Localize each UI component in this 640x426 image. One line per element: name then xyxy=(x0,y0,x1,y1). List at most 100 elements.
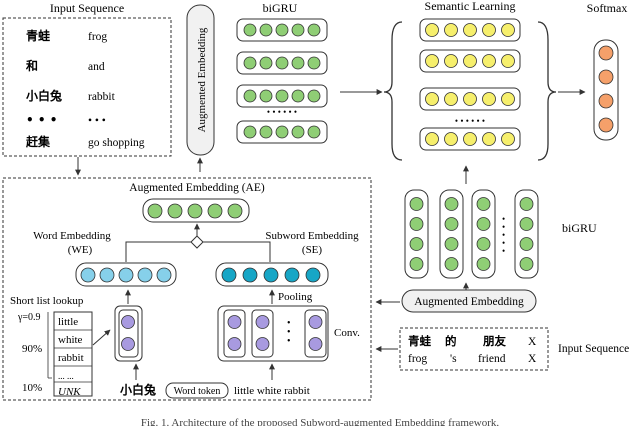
input-sequence-title: Input Sequence xyxy=(50,1,124,15)
conv-dots: • xyxy=(287,318,291,329)
softmax-label: Softmax xyxy=(587,1,628,15)
bigru-top-node xyxy=(307,23,321,37)
bottom-zh: 小白兔 xyxy=(120,382,156,397)
bigru-top-node xyxy=(243,56,257,70)
figure-caption: Fig. 1. Architecture of the proposed Sub… xyxy=(141,417,500,426)
bigru-top-node xyxy=(291,125,305,139)
input-zh-0: 青蛙 xyxy=(26,28,50,43)
semantic-node xyxy=(501,54,515,68)
bigru-right-vector xyxy=(471,189,496,279)
input-en-0: frog xyxy=(88,31,107,43)
bigru-right-dots: • xyxy=(502,214,505,224)
softmax-box xyxy=(593,39,619,141)
bigru-top-node xyxy=(259,125,273,139)
input2-en-1: 's xyxy=(450,353,457,365)
shortlist-title: Short list lookup xyxy=(10,295,84,307)
bigru-right-node xyxy=(519,197,534,211)
ae-node xyxy=(207,203,223,219)
conv-node xyxy=(308,315,323,329)
pct-10: 10% xyxy=(22,382,42,394)
shortlist-word-2: rabbit xyxy=(58,352,84,364)
bigru-top-node xyxy=(243,89,257,103)
semantic-dots: • • • • • • xyxy=(455,116,485,126)
shortlist-word-4: UNK xyxy=(58,386,81,398)
input2-zh-3: X xyxy=(528,336,537,348)
we-lookup-node xyxy=(121,315,135,329)
bigru-right-node xyxy=(444,257,459,271)
input2-en-3: X xyxy=(528,353,537,365)
semantic-node xyxy=(501,92,515,106)
bigru-right-node xyxy=(409,237,424,251)
ae-title: Augmented Embedding (AE) xyxy=(129,182,265,194)
bigru-right-dots-3: • xyxy=(502,230,505,240)
ae-node xyxy=(147,203,163,219)
shortlist-word-3: ... ... xyxy=(58,371,74,381)
ae-node xyxy=(227,203,243,219)
input-en-1: and xyxy=(88,61,105,73)
semantic-node xyxy=(463,23,477,37)
vertical-ae-box xyxy=(186,4,215,156)
bigru-right-node xyxy=(476,257,491,271)
pooling-label: Pooling xyxy=(278,291,313,303)
conv-label: Conv. xyxy=(334,327,360,339)
input2-en-2: friend xyxy=(478,353,506,365)
semantic-node xyxy=(425,54,439,68)
se-label-1: Subword Embedding xyxy=(265,230,359,242)
softmax-node xyxy=(598,69,614,85)
ae-node xyxy=(167,203,183,219)
conv-dots-2: • xyxy=(287,327,291,338)
semantic-node xyxy=(482,92,496,106)
bigru-right-vector xyxy=(514,189,539,279)
softmax-node xyxy=(598,93,614,109)
bigru-right-node xyxy=(409,257,424,271)
input-sequence-box xyxy=(2,17,172,157)
se-node xyxy=(263,267,279,283)
input-en-2: rabbit xyxy=(88,91,116,103)
vertical-ae-label: Augmented Embedding xyxy=(196,27,208,132)
we-node xyxy=(137,267,153,283)
word-token-box xyxy=(165,382,229,399)
semantic-node xyxy=(425,132,439,146)
bigru-top-node xyxy=(275,23,289,37)
semantic-node xyxy=(463,54,477,68)
we-node xyxy=(156,267,172,283)
bigru-right-node xyxy=(519,257,534,271)
bigru-top-node xyxy=(307,125,321,139)
bigru-top-node xyxy=(291,56,305,70)
bigru-right-dots-5: • xyxy=(502,246,505,256)
semantic-node xyxy=(463,132,477,146)
bigru-top-node xyxy=(259,89,273,103)
conv-node xyxy=(308,337,323,351)
bigru-right-node xyxy=(519,237,534,251)
bigru-top-node xyxy=(275,56,289,70)
semantic-node xyxy=(444,23,458,37)
bigru-right-node xyxy=(476,197,491,211)
bigru-top-node xyxy=(259,56,273,70)
we-lookup-node xyxy=(121,337,135,351)
pct-90: 90% xyxy=(22,343,42,355)
bigru-right-dots-4: • xyxy=(502,238,505,248)
bigru-top-node xyxy=(307,56,321,70)
bigru-right-node xyxy=(444,217,459,231)
shortlist-word-0: little xyxy=(58,316,78,328)
se-label-2: (SE) xyxy=(302,244,323,256)
semantic-node xyxy=(425,92,439,106)
input2-zh-0: 青蛙 xyxy=(408,334,431,348)
input-en-3: • • • xyxy=(88,115,106,127)
we-node xyxy=(118,267,134,283)
se-node xyxy=(284,267,300,283)
semantic-node xyxy=(425,23,439,37)
semantic-learning-label: Semantic Learning xyxy=(425,0,516,13)
input2-zh-1: 的 xyxy=(445,334,457,348)
left-brace xyxy=(383,21,403,161)
se-node xyxy=(242,267,258,283)
input-en-4: go shopping xyxy=(88,137,145,149)
shortlist-word-1: white xyxy=(58,334,83,346)
bigru-right-node xyxy=(409,217,424,231)
conv-dots-3: • xyxy=(287,336,291,347)
input-zh-1: 和 xyxy=(25,58,38,73)
semantic-node xyxy=(482,54,496,68)
word-token-label: Word token xyxy=(174,386,221,397)
conv-node xyxy=(255,315,270,329)
bigru-right-node xyxy=(444,197,459,211)
